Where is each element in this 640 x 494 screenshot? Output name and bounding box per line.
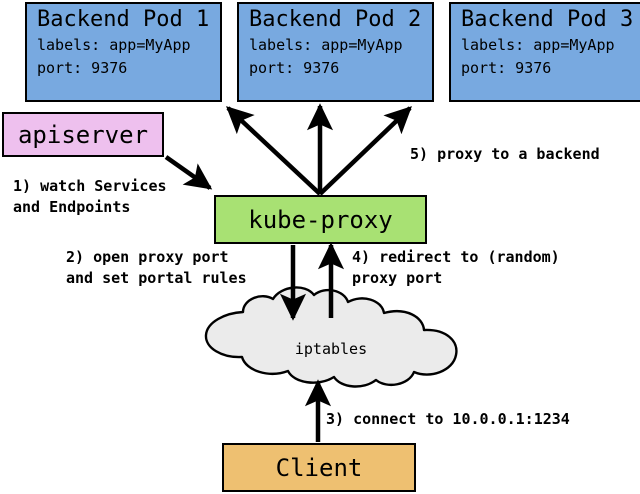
arrow-kube-proxy-to-pod-3 [318, 106, 412, 196]
step-4-label: 4) redirect to (random) proxy port [352, 247, 560, 289]
backend-pod-3-title: Backend Pod 3 [461, 7, 634, 32]
kube-proxy-label: kube-proxy [248, 205, 393, 234]
step-5-line-1: 5) proxy to a backend [410, 145, 600, 163]
step-4-line-1: 4) redirect to (random) [352, 248, 560, 266]
iptables-label: iptables [294, 340, 368, 358]
step-2-line-2: and set portal rules [66, 269, 247, 287]
client-box[interactable]: Client [222, 443, 416, 492]
step-4-line-2: proxy port [352, 269, 443, 287]
step-2-line-1: 2) open proxy port [66, 248, 229, 266]
arrow-kube-proxy-to-pod-1 [226, 106, 322, 196]
step-1-line-2: and Endpoints [13, 198, 131, 216]
backend-pod-3-labels: labels: app=MyApp [461, 36, 615, 54]
backend-pod-2-port: port: 9376 [249, 59, 340, 77]
apiserver-box[interactable]: apiserver [2, 112, 164, 157]
step-5-label: 5) proxy to a backend [410, 144, 600, 165]
step-3-line-1: 3) connect to 10.0.0.1:1234 [326, 410, 570, 428]
backend-pod-1-title: Backend Pod 1 [37, 7, 210, 32]
client-label: Client [275, 453, 363, 482]
step-2-label: 2) open proxy port and set portal rules [66, 247, 247, 289]
step-3-label: 3) connect to 10.0.0.1:1234 [326, 409, 570, 430]
kube-proxy-box[interactable]: kube-proxy [214, 195, 427, 244]
arrow-apiserver-to-kube-proxy [164, 155, 213, 190]
apiserver-label: apiserver [17, 120, 149, 149]
backend-pod-3-box[interactable]: Backend Pod 3 labels: app=MyApp port: 93… [449, 2, 640, 102]
backend-pod-2-labels: labels: app=MyApp [249, 36, 403, 54]
backend-pod-2-title: Backend Pod 2 [249, 7, 422, 32]
backend-pod-3-port: port: 9376 [461, 59, 552, 77]
backend-pod-1-labels: labels: app=MyApp [37, 36, 191, 54]
backend-pod-1-port: port: 9376 [37, 59, 128, 77]
backend-pod-2-box[interactable]: Backend Pod 2 labels: app=MyApp port: 93… [237, 2, 434, 102]
step-1-line-1: 1) watch Services [13, 177, 167, 195]
step-1-label: 1) watch Services and Endpoints [13, 176, 167, 218]
iptables-cloud-shape [204, 286, 458, 388]
backend-pod-1-box[interactable]: Backend Pod 1 labels: app=MyApp port: 93… [25, 2, 222, 102]
